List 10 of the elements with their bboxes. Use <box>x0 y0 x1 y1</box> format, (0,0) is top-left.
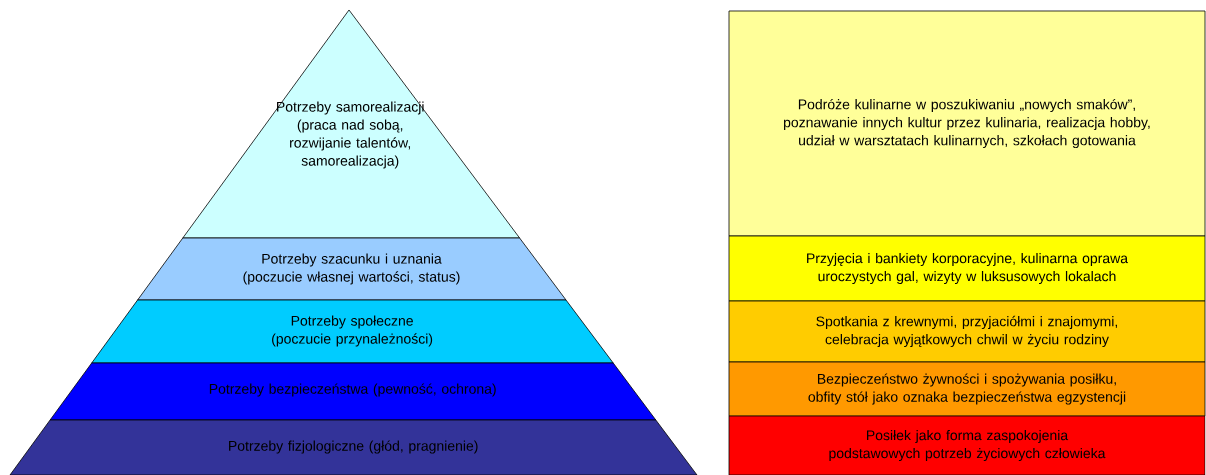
text-box: Spotkania z krewnymi, przyjaciółmi i znajomymi, celebracja wyjątkowych chwil w życiu rodziny <box>728 300 1206 363</box>
text-box: Posiłek jako forma zaspokojenia podstawowych potrzeb życiowych człowieka <box>728 415 1206 475</box>
pyramid-level: Potrzeby społeczne (poczucie przynależności) <box>91 299 614 364</box>
pyramid-level: Potrzeby samorealizacji (praca nad sobą, rozwijanie talentów, samorealizacja) <box>182 9 520 239</box>
pyramid-level: Potrzeby szacunku i uznania (poczucie własnej wartości, status) <box>137 237 567 301</box>
text-box: Przyjęcia i bankiety korporacyjne, kulinarna oprawa uroczystych gal, wizyty w luksusowych lokalach <box>728 235 1206 302</box>
pyramid-level: Potrzeby bezpieczeństwa (pewność, ochrona) <box>49 362 657 421</box>
text-box: Podróże kulinarne w poszukiwaniu „nowych smaków”, poznawanie innych kultur przez kulinaria, realizacja hobby, udział w warsztatach kulinarnych, szkołach gotowania <box>728 10 1206 237</box>
pyramid-level: Potrzeby fizjologiczne (głód, pragnienie) <box>9 419 698 475</box>
text-box: Bezpieczeństwo żywności i spożywania posiłku, obfity stół jako oznaka bezpieczeństwa egzystencji <box>728 361 1206 417</box>
